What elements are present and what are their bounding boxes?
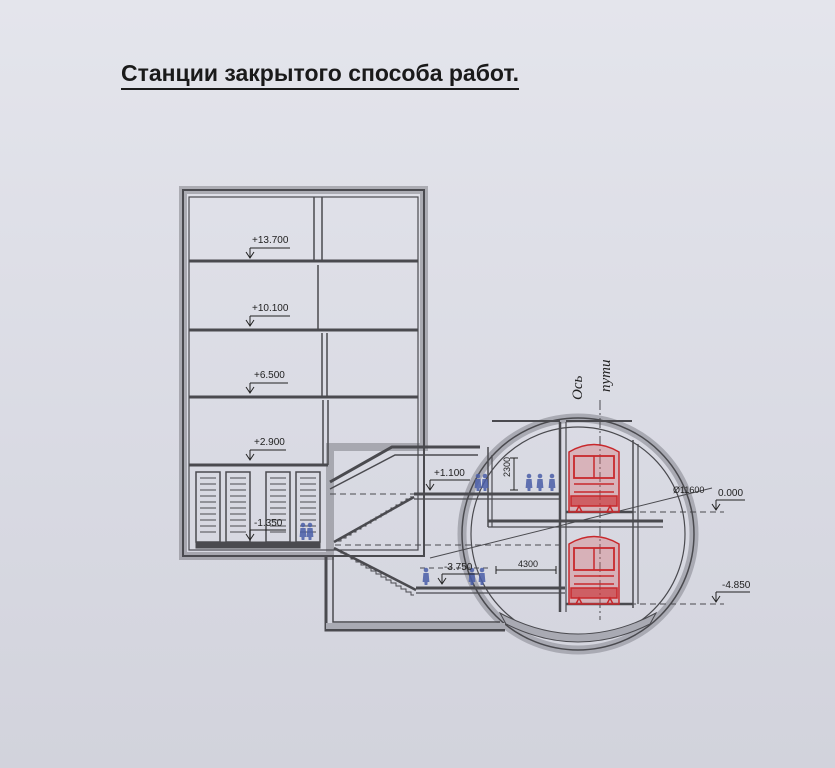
dimension-label: 2300 — [502, 457, 512, 477]
level-label: +6.500 — [254, 370, 285, 381]
level-label: -1.350 — [254, 518, 283, 529]
page-title: Станции закрытого способа работ. — [121, 60, 520, 90]
building-structure — [179, 186, 428, 560]
stairs-to-platform — [333, 495, 417, 596]
underground-structure — [324, 400, 724, 632]
level-label: +13.700 — [252, 235, 289, 246]
level-label: -3.750 — [444, 562, 473, 573]
escalators-lobby — [195, 471, 321, 549]
level-label: -4.850 — [722, 580, 751, 591]
train-upper — [568, 443, 620, 513]
level-label: +2.900 — [254, 437, 285, 448]
dimension-label: Ø11600 — [673, 485, 704, 495]
train-lower — [568, 535, 620, 605]
track-axis-label: Ось — [570, 376, 586, 400]
level-markers — [245, 247, 750, 603]
level-label: +1.100 — [434, 468, 465, 479]
level-label: +10.100 — [252, 303, 289, 314]
dimension-label: 4300 — [518, 559, 538, 569]
track-axis-label: пути — [598, 360, 614, 393]
tunnel-tube — [457, 413, 699, 655]
level-label: 0.000 — [718, 488, 743, 499]
